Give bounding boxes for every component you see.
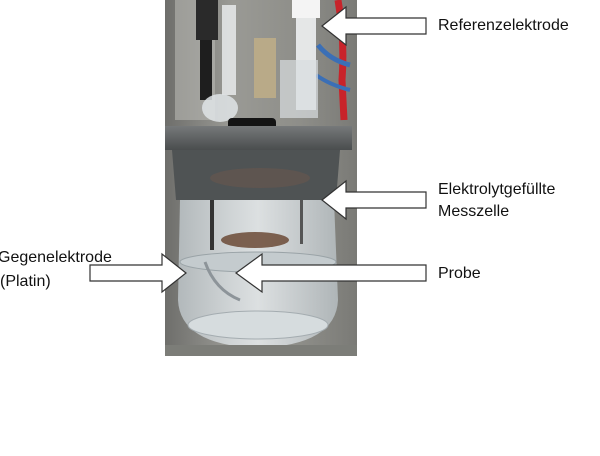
- label-electrolyte-cell-line1: Elektrolytgefüllte: [438, 181, 556, 198]
- red-cable: [334, 0, 348, 121]
- platinum-counter-electrode: [203, 261, 241, 302]
- glass-joint: [280, 60, 318, 118]
- reference-electrode-cap: [292, 0, 320, 18]
- arrow-sample: [234, 252, 427, 294]
- cell-photo: [165, 0, 357, 356]
- label-counter-electrode-line1: Gegenelektrode: [0, 249, 112, 266]
- arrow-counter-electrode: [89, 252, 187, 294]
- electrode-tube-left: [222, 5, 236, 95]
- connector-block: [254, 38, 276, 98]
- working-electrode-holder: [196, 0, 218, 40]
- label-sample: Probe: [438, 265, 481, 282]
- beaker-base: [187, 310, 329, 340]
- cell-lid: [165, 126, 352, 150]
- bench-surface: [165, 345, 357, 356]
- lid-reflection: [210, 168, 310, 188]
- electrode-wires-2: [300, 200, 303, 244]
- working-electrode-rod: [200, 40, 212, 100]
- sample-material: [221, 232, 289, 248]
- label-reference-electrode: Referenzelektrode: [438, 17, 569, 34]
- arrow-electrolyte-cell: [321, 179, 427, 221]
- blue-cable-2: [314, 73, 351, 92]
- electrode-wires: [210, 200, 214, 250]
- label-electrolyte-cell-line2: Messzelle: [438, 203, 510, 220]
- arrow-reference-electrode: [321, 5, 427, 47]
- cell-lid-body: [172, 150, 340, 200]
- label-counter-electrode-line2: (Platin): [0, 273, 51, 290]
- glass-bulb: [202, 94, 238, 122]
- blue-cable: [316, 43, 351, 68]
